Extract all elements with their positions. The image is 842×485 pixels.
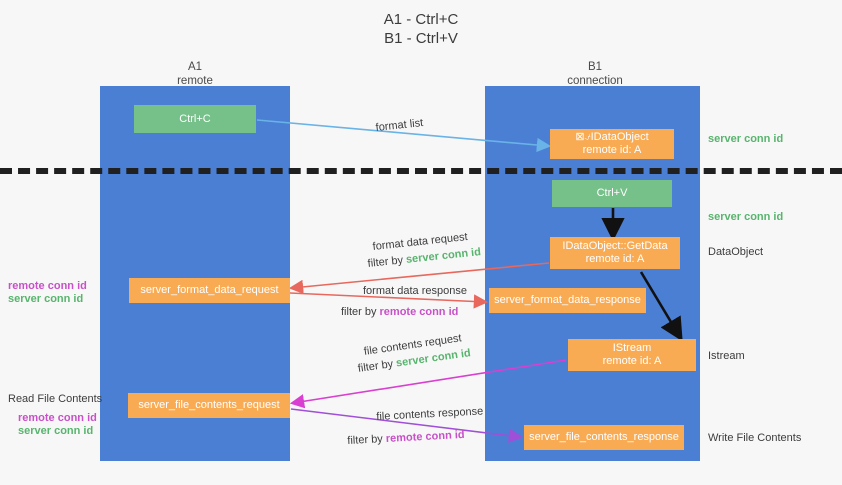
column-a1-sub: remote xyxy=(177,75,213,87)
remote-conn-id-text-1: remote conn id xyxy=(379,306,459,318)
node-istream-title: IStream xyxy=(612,342,652,354)
node-server-file-contents-request-label: server_file_contents_request xyxy=(138,399,280,411)
title-line-2: B1 - Ctrl+V xyxy=(384,30,458,47)
node-getdata-sub: remote id: A xyxy=(585,253,645,265)
label-file-contents-response: file contents response xyxy=(376,405,484,423)
node-server-file-contents-response-label: server_file_contents_response xyxy=(529,431,679,443)
filter-by-text-4: filter by xyxy=(347,432,387,447)
label-filter-by-remote-conn-id-file: filter by remote conn id xyxy=(347,428,465,448)
node-server-format-data-request[interactable]: server_format_data_request xyxy=(129,278,290,303)
filter-by-text-3: filter by xyxy=(357,357,397,375)
left-label-remote-conn-id-1: remote conn id xyxy=(8,280,87,292)
title-line-1: A1 - Ctrl+C xyxy=(383,11,459,28)
column-b1-sub: connection xyxy=(567,75,623,87)
left-label-read-file-contents: Read File Contents xyxy=(8,393,103,405)
label-format-data-response: format data response xyxy=(363,285,467,297)
left-label-remote-conn-id-2: remote conn id xyxy=(18,412,97,424)
remote-conn-id-text-2: remote conn id xyxy=(385,428,465,445)
right-label-istream: Istream xyxy=(708,350,745,362)
node-idataobject[interactable]: ⊠⍻IDataObject remote id: A xyxy=(550,129,674,159)
column-header-b1: B1 connection xyxy=(505,60,685,88)
node-ctrl-c-label: Ctrl+C xyxy=(179,112,211,125)
node-getdata-title: IDataObject::GetData xyxy=(562,240,668,252)
right-label-write-file-contents: Write File Contents xyxy=(708,432,802,444)
node-ctrl-v-label: Ctrl+V xyxy=(596,187,628,199)
left-label-server-conn-id-1: server conn id xyxy=(8,293,84,305)
right-label-server-conn-id-mid: server conn id xyxy=(708,211,784,223)
page-title: A1 - Ctrl+C B1 - Ctrl+V xyxy=(0,10,842,48)
left-label-server-conn-id-2: server conn id xyxy=(18,425,94,437)
node-server-format-data-response[interactable]: server_format_data_response xyxy=(489,288,646,313)
node-ctrl-v[interactable]: Ctrl+V xyxy=(552,180,672,207)
node-istream-sub: remote id: A xyxy=(602,355,662,367)
filter-by-text-2: filter by xyxy=(341,306,380,318)
right-label-server-conn-id-top: server conn id xyxy=(708,133,784,145)
right-label-dataobject: DataObject xyxy=(708,246,764,258)
node-server-file-contents-response[interactable]: server_file_contents_response xyxy=(524,425,684,450)
divider-dashed xyxy=(0,168,842,174)
node-idataobject-title: ⊠⍻IDataObject xyxy=(575,131,649,143)
node-server-file-contents-request[interactable]: server_file_contents_request xyxy=(128,393,290,418)
node-idataobject-sub: remote id: A xyxy=(582,144,642,156)
label-format-list: format list xyxy=(375,117,424,134)
node-istream[interactable]: IStream remote id: A xyxy=(568,339,696,371)
label-filter-by-remote-conn-id-format: filter by remote conn id xyxy=(341,305,458,319)
column-header-a1: A1 remote xyxy=(105,60,285,88)
node-server-format-data-response-label: server_format_data_response xyxy=(494,294,641,306)
node-server-format-data-request-label: server_format_data_request xyxy=(140,284,279,296)
column-a1-name: A1 xyxy=(187,61,203,73)
node-getdata[interactable]: IDataObject::GetData remote id: A xyxy=(550,237,680,269)
filter-by-text-1: filter by xyxy=(367,253,407,270)
column-b1-name: B1 xyxy=(587,61,603,73)
node-ctrl-c[interactable]: Ctrl+C xyxy=(134,105,256,133)
